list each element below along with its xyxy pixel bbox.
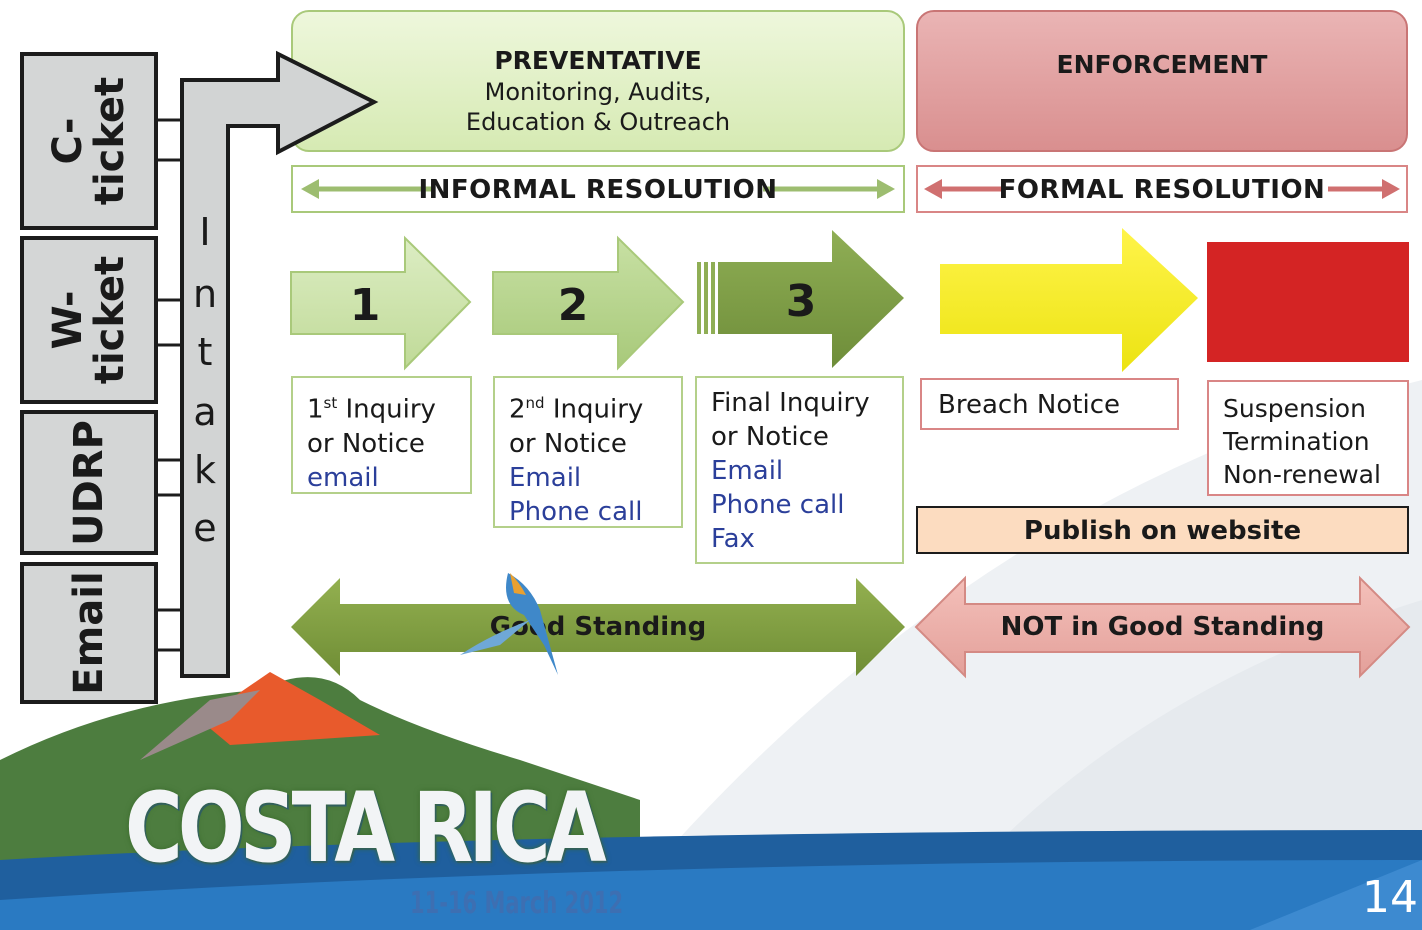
intake-letter-a: a (193, 390, 217, 434)
source-c-ticket: C-ticket (20, 52, 158, 230)
not-good-standing-arrow (914, 575, 1411, 679)
step-3-channel-fax: Fax (711, 524, 755, 554)
step-1-channel-email: email (307, 462, 379, 493)
termination-block (1207, 242, 1409, 362)
step-2-heading-line2: or Notice (509, 428, 627, 459)
intake-letter-e: e (193, 506, 217, 550)
good-standing-arrow (291, 578, 905, 676)
step-1-heading-line2: or Notice (307, 428, 425, 459)
outcomes-box: Suspension Termination Non-renewal (1207, 380, 1409, 496)
bird-icon (460, 573, 558, 675)
step-2-channel-phone: Phone call (509, 496, 643, 527)
preventative-line1: Monitoring, Audits, (484, 78, 712, 106)
step-3-number: 3 (785, 276, 817, 327)
intake-letter-n: n (192, 272, 218, 316)
intake-letter-k: k (193, 448, 216, 492)
step-3-channel-email: Email (711, 456, 784, 486)
step-2-arrow (492, 235, 685, 371)
intake-label: I n t a k e (182, 210, 228, 570)
step-3-arrow (697, 230, 904, 368)
step-3-heading: Final Inquiry (711, 388, 870, 418)
step-1-arrow (290, 235, 472, 371)
step-3-box: Final Inquiry or Notice Email Phone call… (695, 376, 904, 564)
intake-letter-t: t (197, 330, 213, 374)
breach-notice-label: Breach Notice (938, 390, 1120, 420)
preventative-panel: PREVENTATIVE Monitoring, Audits, Educati… (291, 10, 905, 152)
breach-notice-box: Breach Notice (920, 378, 1179, 430)
step-1-box: 1st Inquiry or Notice email (291, 376, 472, 494)
step-1-heading: 1st Inquiry (307, 394, 436, 425)
not-good-standing-label: NOT in Good Standing (1000, 612, 1325, 642)
publish-label: Publish on website (1023, 516, 1302, 546)
step-1-number: 1 (349, 280, 381, 331)
costa-rica-logo: COSTA RICA (125, 772, 607, 884)
outcome-non-renewal: Non-renewal (1223, 460, 1381, 489)
conference-dates: 11-16 March 2012 (410, 886, 624, 921)
step-3-channel-phone: Phone call (711, 490, 845, 520)
source-w-ticket: W-ticket (20, 236, 158, 404)
formal-resolution-bar: FORMAL RESOLUTION (916, 165, 1408, 213)
formal-resolution-label: FORMAL RESOLUTION (998, 175, 1326, 205)
preventative-title: PREVENTATIVE (494, 46, 702, 75)
formal-double-arrow (924, 179, 1400, 199)
source-email: Email (20, 562, 158, 704)
enforcement-panel: ENFORCEMENT (916, 10, 1408, 152)
step-2-heading: 2nd Inquiry (509, 394, 644, 425)
breach-arrow (940, 228, 1198, 372)
standing-arrows (291, 575, 1411, 679)
step-2-channel-email: Email (509, 462, 582, 493)
outcome-termination: Termination (1223, 427, 1370, 456)
informal-resolution-bar: INFORMAL RESOLUTION (291, 165, 905, 213)
intake-letter-i: I (199, 210, 211, 254)
preventative-line2: Education & Outreach (465, 108, 731, 136)
informal-double-arrow (301, 179, 895, 199)
source-udrp: UDRP (20, 410, 158, 555)
slide-number: 14 (1362, 872, 1418, 923)
step-2-number: 2 (557, 280, 589, 331)
step-3-heading-line2: or Notice (711, 422, 829, 452)
intake-arrow (155, 50, 379, 678)
enforcement-title: ENFORCEMENT (1056, 50, 1268, 79)
step-arrows (290, 228, 1409, 372)
informal-resolution-label: INFORMAL RESOLUTION (418, 175, 778, 205)
outcome-suspension: Suspension (1223, 394, 1366, 423)
step-2-box: 2nd Inquiry or Notice Email Phone call (493, 376, 683, 528)
publish-box: Publish on website (916, 506, 1409, 554)
